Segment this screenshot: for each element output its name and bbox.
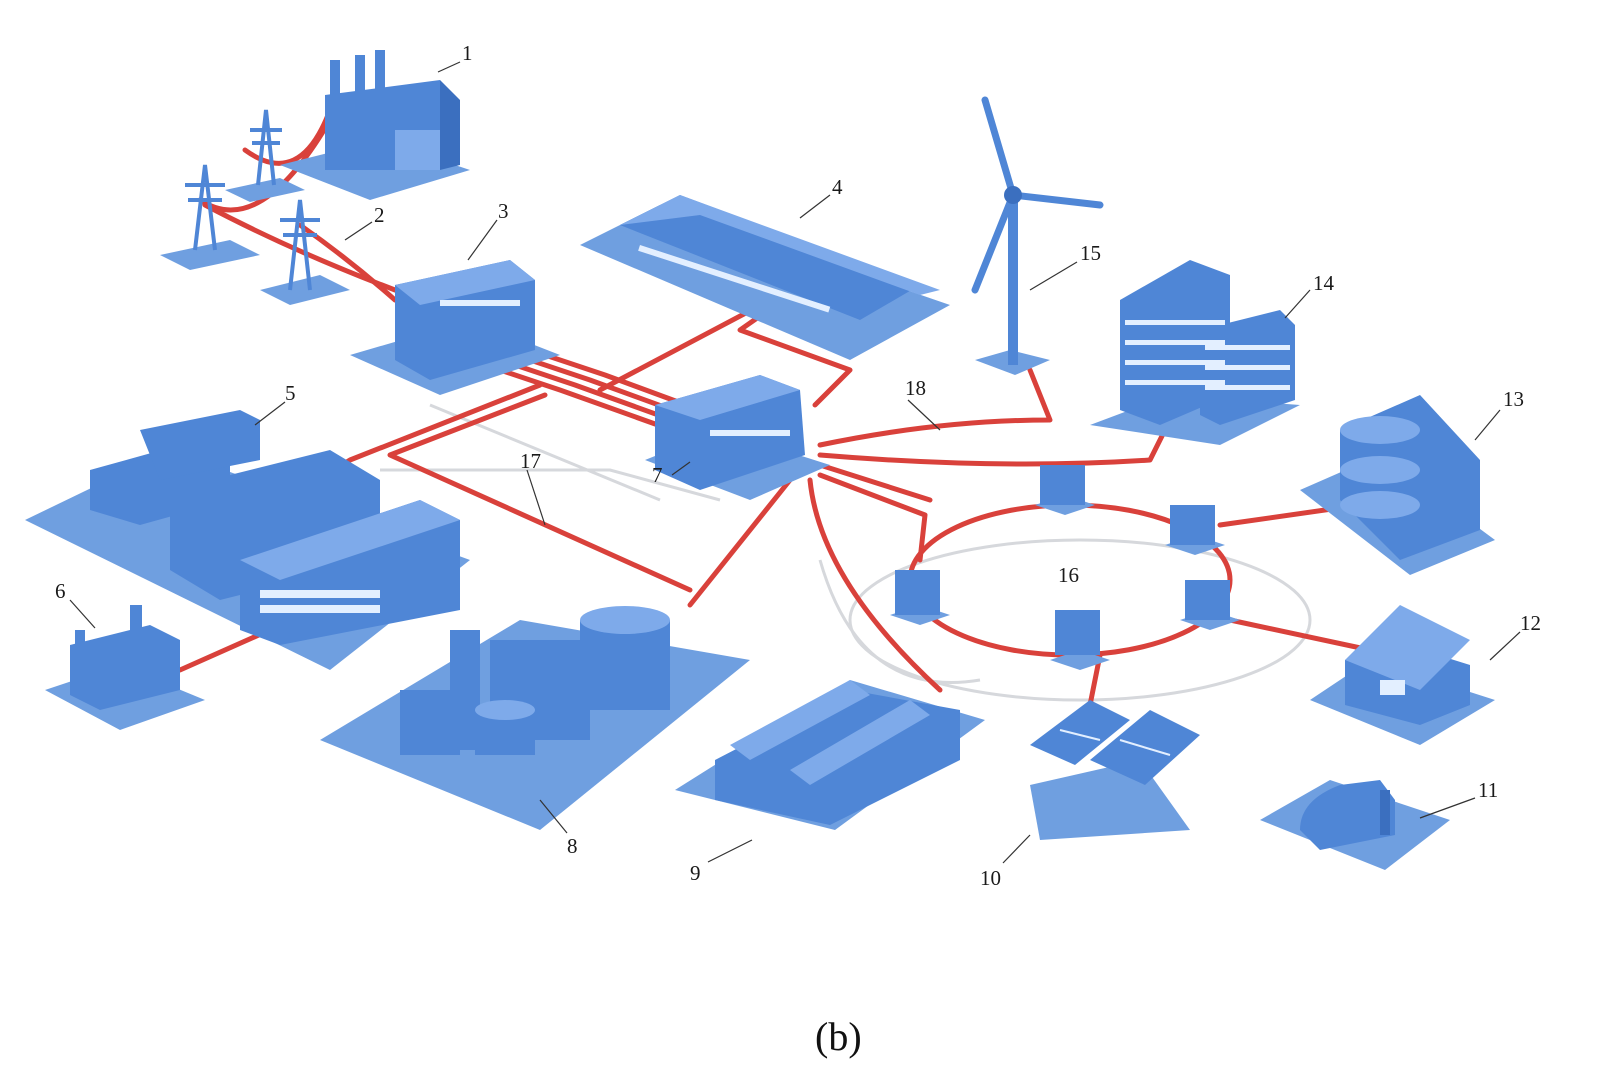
label-18: 18 [905,376,926,400]
label-6: 6 [55,579,66,603]
label-15: 15 [1080,241,1101,265]
label-7: 7 [652,463,663,487]
house [1310,605,1495,745]
label-11: 11 [1478,778,1498,802]
label-13: 13 [1503,387,1524,411]
label-9: 9 [690,861,701,885]
railway-station [580,195,950,360]
ring-node [1165,505,1225,555]
label-12: 12 [1520,611,1541,635]
ev-charging [1260,780,1450,870]
power-plant [280,50,470,200]
label-4: 4 [832,175,843,199]
label-2: 2 [374,203,385,227]
label-10: 10 [980,866,1001,890]
office-buildings [1090,260,1300,445]
leader-lines [69,61,1521,864]
label-3: 3 [498,199,509,223]
figure-caption: (b) [815,1014,862,1059]
label-17: 17 [520,449,541,473]
label-1: 1 [462,41,473,65]
ring-node [1180,580,1240,630]
refinery [320,606,750,830]
greenhouse [1300,395,1495,575]
component-labels: 1 2 3 4 5 6 7 8 9 10 11 12 13 14 15 16 1… [55,41,1541,890]
wind-turbine [971,96,1104,375]
label-16: 16 [1058,563,1079,587]
shadow-guides [380,403,1312,702]
ring-node [1050,610,1110,670]
industrial-complex [25,410,470,670]
solar-panels [1030,700,1200,840]
ring-node [890,570,950,625]
substation [350,260,560,395]
transmission-towers [160,109,350,305]
factory [675,680,985,830]
label-14: 14 [1313,271,1335,295]
small-factory [45,605,205,730]
ring-substations [890,465,1240,670]
ring-node [1035,465,1095,515]
label-8: 8 [567,834,578,858]
control-center [645,375,830,500]
label-5: 5 [285,381,296,405]
